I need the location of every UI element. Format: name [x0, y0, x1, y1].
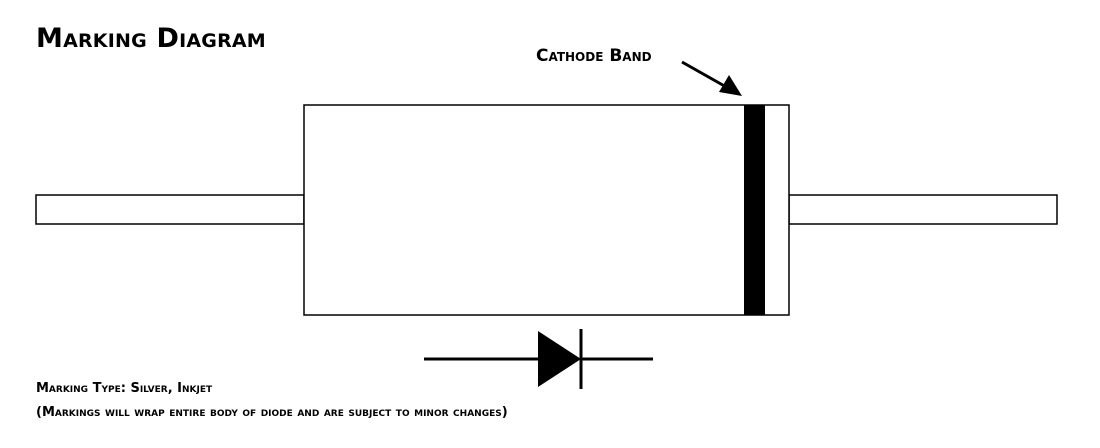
- marking-note-text: (Markings will wrap entire body of diode…: [36, 405, 508, 420]
- right-lead: [788, 194, 1058, 225]
- cathode-band-label: Cathode Band: [536, 46, 652, 66]
- marking-type-text: Marking Type: Silver, Inkjet: [36, 381, 213, 396]
- arrow-icon: [681, 60, 742, 96]
- diode-symbol-icon: [424, 329, 653, 389]
- left-lead: [35, 194, 305, 225]
- diode-body: [303, 104, 790, 316]
- page-title: Marking Diagram: [36, 23, 266, 54]
- cathode-band: [744, 105, 765, 315]
